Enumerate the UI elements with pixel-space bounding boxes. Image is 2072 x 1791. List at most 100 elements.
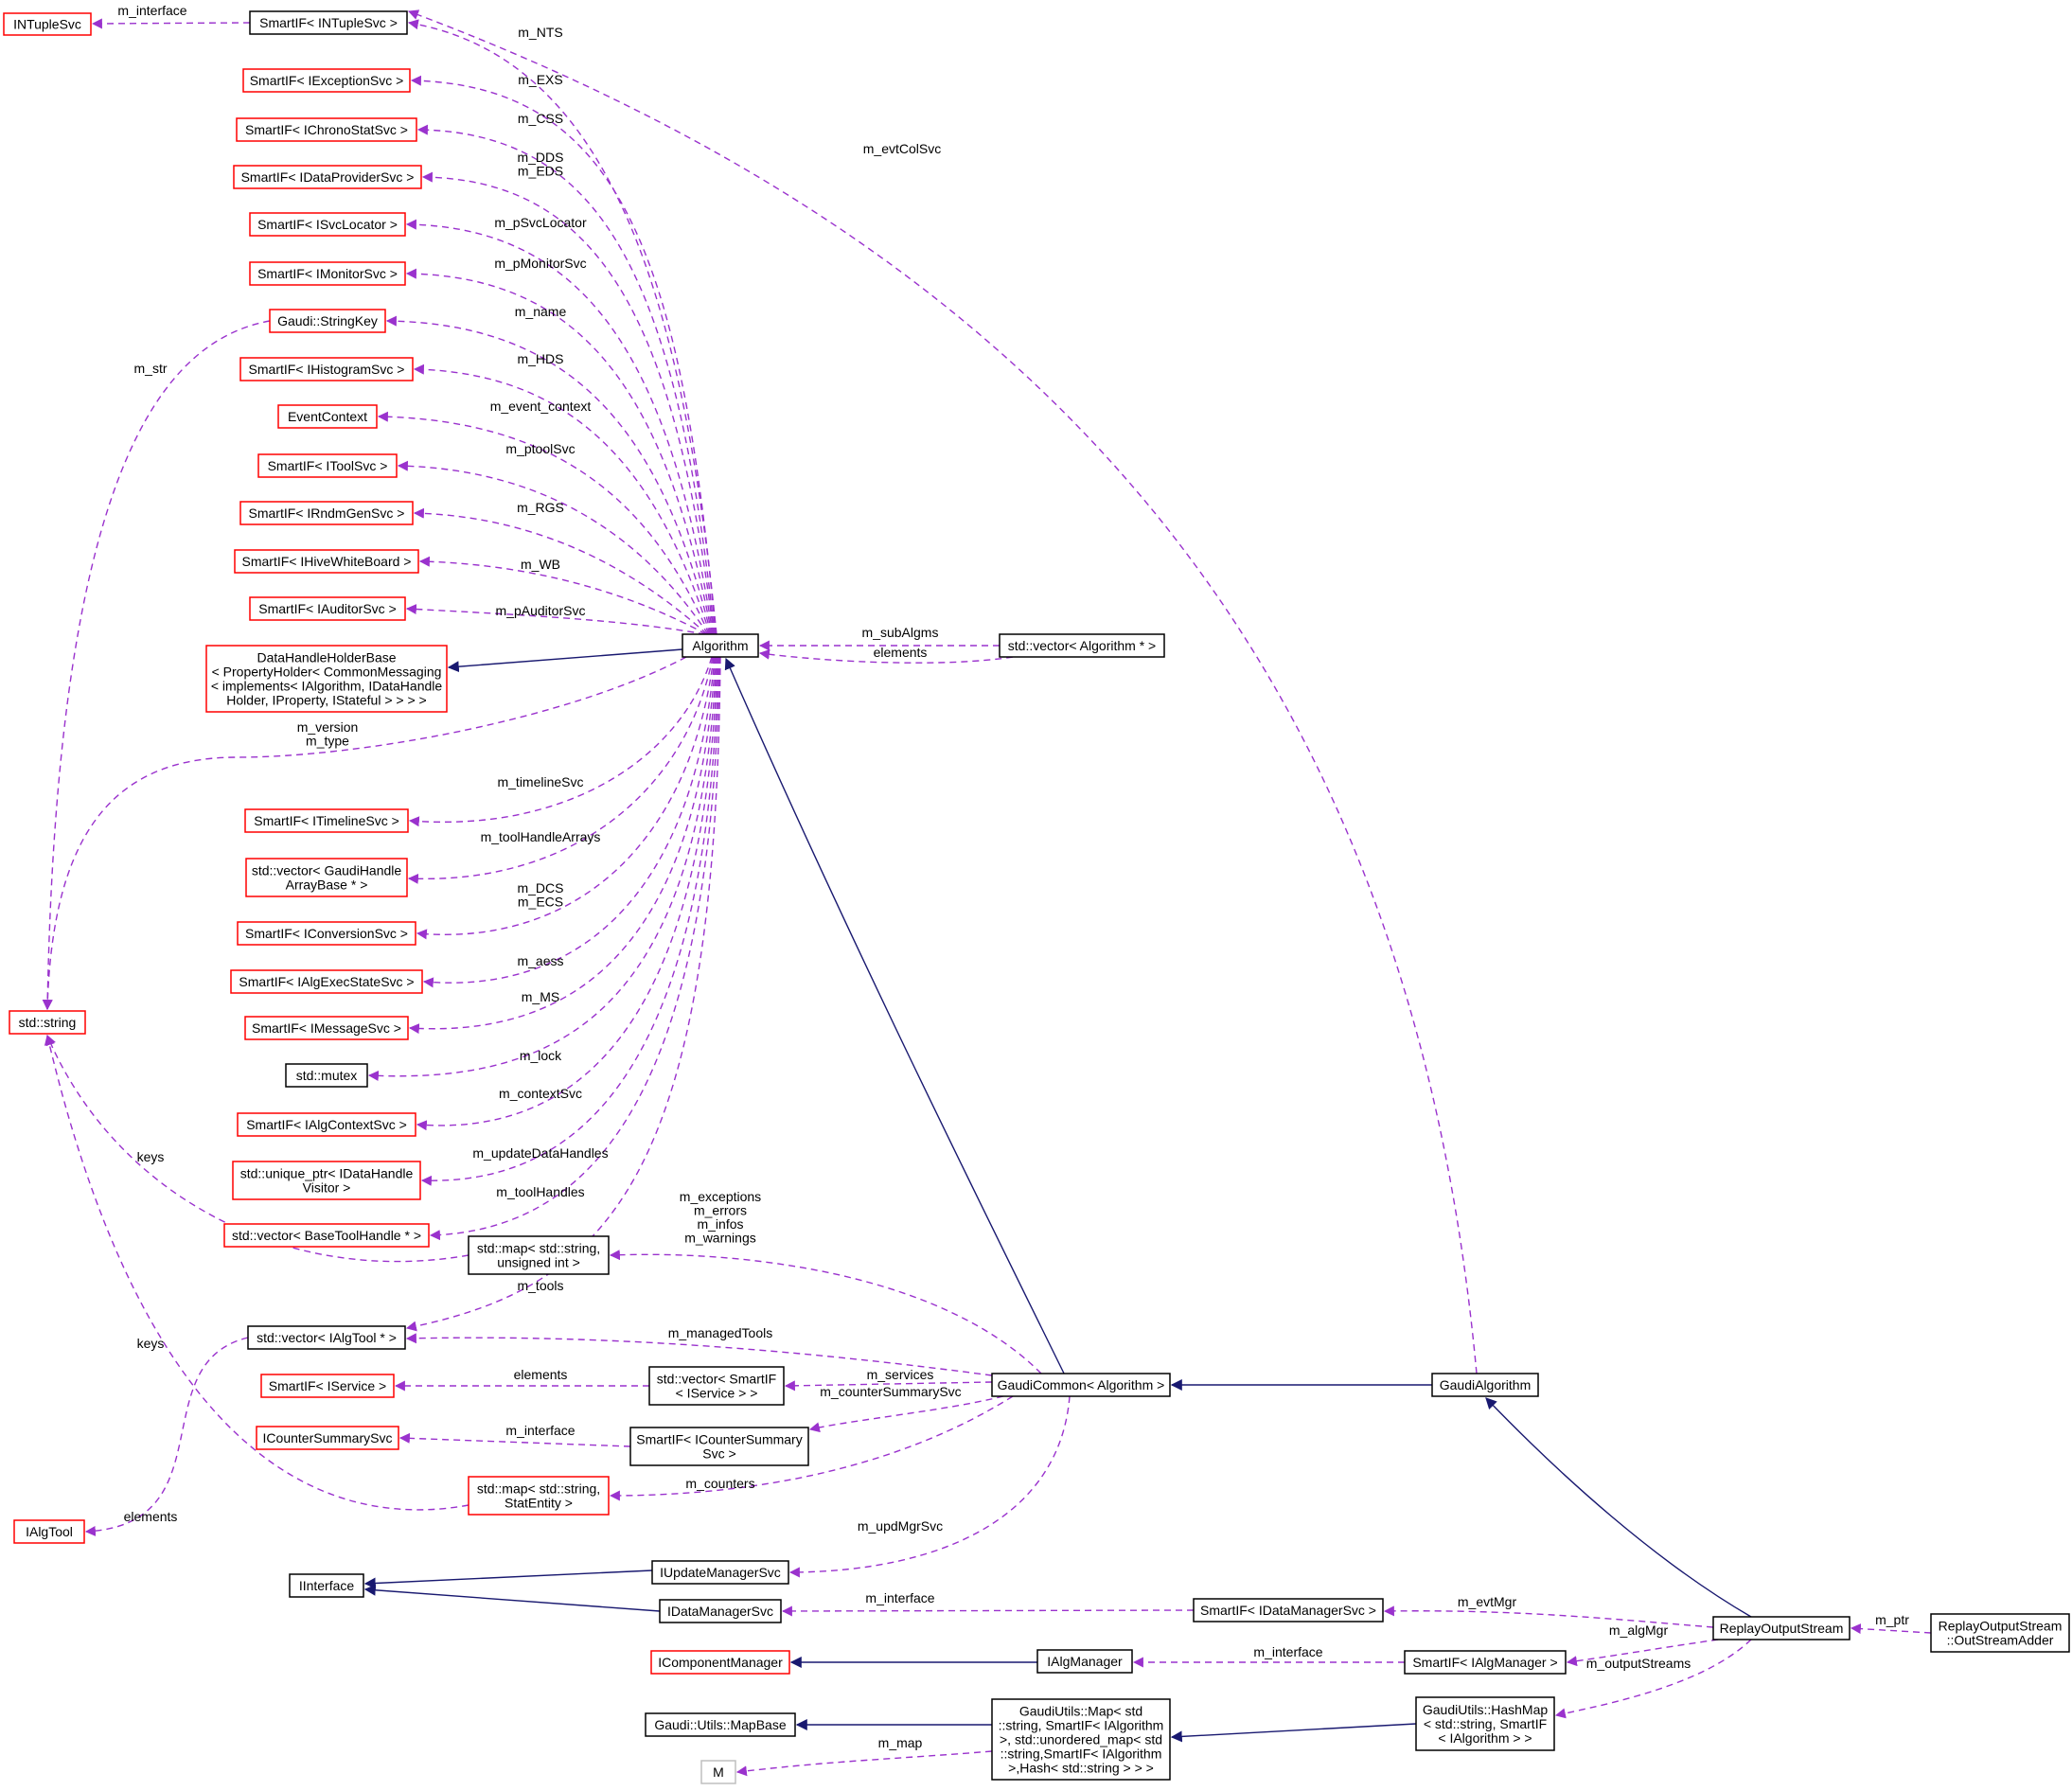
node-label: GaudiCommon< Algorithm > [998, 1377, 1165, 1392]
node-label: SmartIF< IAuditorSvc > [258, 601, 397, 616]
usage-edge [609, 1395, 1014, 1501]
usage-edge [377, 411, 710, 635]
node-smartif-itoolsvc[interactable]: SmartIF< IToolSvc > [257, 453, 398, 478]
node-label: std::vector< IAlgTool * > [257, 1330, 397, 1345]
node-label: SmartIF< IDataProviderSvc > [241, 169, 415, 185]
node-smartif-intuplesvc[interactable]: SmartIF< INTupleSvc > [249, 10, 408, 35]
node-outstreamadder[interactable]: ReplayOutputStream::OutStreamAdder [1930, 1613, 2070, 1653]
edge-label-m-subalgms: m_subAlgms [862, 625, 939, 640]
edge-label-m-evtmgr: m_evtMgr [1458, 1594, 1517, 1609]
node-box [1036, 1649, 1133, 1674]
node-vector-ialgtool[interactable]: std::vector< IAlgTool * > [247, 1325, 406, 1350]
node-smartif-ialgmanager[interactable]: SmartIF< IAlgManager > [1404, 1650, 1567, 1675]
edge-label-m-aess: m_aess [517, 953, 563, 968]
node-label: std::vector< Algorithm * > [1008, 638, 1156, 653]
node-std-string[interactable]: std::string [9, 1010, 86, 1035]
node-gaudialgorithm[interactable]: GaudiAlgorithm [1431, 1373, 1539, 1397]
node-box [233, 165, 422, 189]
node-label: ReplayOutputStream [1720, 1621, 1844, 1636]
node-iinterface[interactable]: IInterface [289, 1573, 364, 1598]
node-box [256, 1426, 399, 1450]
usage-edge [407, 656, 714, 884]
node-icomponentmanager[interactable]: IComponentManager [650, 1650, 790, 1675]
node-smartif-imessagesvc[interactable]: SmartIF< IMessageSvc > [244, 1016, 409, 1040]
usage-edge [1850, 1623, 1932, 1635]
edge-label-m-wb: m_WB [521, 557, 560, 572]
edge-label-m-toolhandles: m_toolHandles [496, 1184, 584, 1199]
node-idatamanagersvc[interactable]: IDataManagerSvc [659, 1599, 782, 1623]
usage-edge [413, 507, 708, 635]
node-box [234, 549, 419, 574]
edge-label-m-interface-datamgr: m_interface [865, 1590, 934, 1605]
node-eventcontext[interactable]: EventContext [277, 404, 378, 429]
usage-edge [405, 656, 721, 1332]
node-icountersummarysvc[interactable]: ICounterSummarySvc [256, 1426, 399, 1450]
node-smartif-irndmgensvc[interactable]: SmartIF< IRndmGenSvc > [239, 501, 414, 525]
node-gaudi-stringkey[interactable]: Gaudi::StringKey [269, 309, 386, 333]
node-smartif-ihivewhiteboard[interactable]: SmartIF< IHiveWhiteBoard > [234, 549, 419, 574]
node-smartif-iexceptionsvc[interactable]: SmartIF< IExceptionSvc > [242, 68, 411, 93]
usage-edge [429, 656, 720, 1241]
node-label: SmartIF< IAlgContextSvc > [246, 1117, 407, 1132]
node-ialgmanager[interactable]: IAlgManager [1036, 1649, 1133, 1674]
edge-label-keys-map: keys [137, 1149, 165, 1164]
node-vector-basetoolhandle[interactable]: std::vector< BaseToolHandle * > [223, 1223, 430, 1248]
usage-edge [407, 19, 717, 635]
node-smartif-ialgexecstatesvc[interactable]: SmartIF< IAlgExecStateSvc > [230, 969, 423, 994]
node-label: EventContext [288, 409, 367, 424]
node-std-mutex[interactable]: std::mutex [285, 1063, 368, 1088]
node-label: SmartIF< ISvcLocator > [257, 217, 398, 232]
usage-edge [788, 1395, 1071, 1578]
node-gaudiutils-map[interactable]: GaudiUtils::Map< std::string, SmartIF< I… [991, 1698, 1171, 1781]
edge-label-m-exs: m_EXS [518, 72, 562, 87]
node-smartif-ihistogramsvc[interactable]: SmartIF< IHistogramSvc > [239, 357, 414, 381]
node-datahandleholderbase[interactable]: DataHandleHolderBase< PropertyHolder< Co… [205, 645, 448, 713]
edge-label-keys-statentity: keys [137, 1336, 165, 1351]
node-smartif-iauditorsvc[interactable]: SmartIF< IAuditorSvc > [249, 596, 406, 621]
node-smartif-ialgcontextsvc[interactable]: SmartIF< IAlgContextSvc > [237, 1112, 416, 1137]
node-box [245, 858, 408, 897]
inheritance-edge [1485, 1397, 1752, 1618]
node-smartif-idatamanagersvc[interactable]: SmartIF< IDataManagerSvc > [1193, 1598, 1384, 1623]
node-iupdatemanagersvc[interactable]: IUpdateManagerSvc [651, 1560, 789, 1585]
node-vector-smartif-iservice[interactable]: std::vector< SmartIF< IService > > [648, 1366, 785, 1406]
node-smartif-idataprovidersvc[interactable]: SmartIF< IDataProviderSvc > [233, 165, 422, 189]
node-label: GaudiUtils::HashMap< std::string, SmartI… [1423, 1702, 1548, 1746]
node-replayoutputstream[interactable]: ReplayOutputStream [1712, 1616, 1851, 1640]
node-map-string-uint[interactable]: std::map< std::string,unsigned int > [468, 1235, 610, 1275]
node-box [650, 1650, 790, 1675]
node-gaudiutils-hashmap[interactable]: GaudiUtils::HashMap< std::string, SmartI… [1415, 1696, 1555, 1751]
node-box [242, 68, 411, 93]
node-gaudicommon-algorithm[interactable]: GaudiCommon< Algorithm > [991, 1373, 1171, 1397]
node-label: IAlgManager [1047, 1654, 1123, 1669]
usage-edge [407, 9, 1478, 1374]
node-ialgtool[interactable]: IAlgTool [13, 1519, 85, 1544]
node-smartif-iservice[interactable]: SmartIF< IService > [260, 1374, 395, 1398]
node-smartif-itimelinesvc[interactable]: SmartIF< ITimelineSvc > [244, 808, 409, 833]
node-label: std::map< std::string,StatEntity > [477, 1481, 600, 1511]
node-m-node[interactable]: M [700, 1760, 736, 1784]
node-map-string-statentity[interactable]: std::map< std::string,StatEntity > [468, 1476, 610, 1516]
node-box [249, 212, 406, 237]
node-box [257, 453, 398, 478]
node-gaudi-utils-mapbase[interactable]: Gaudi::Utils::MapBase [645, 1712, 796, 1737]
node-vector-algorithm[interactable]: std::vector< Algorithm * > [999, 633, 1165, 658]
node-smartif-imonitorsvc[interactable]: SmartIF< IMonitorSvc > [249, 261, 406, 286]
node-box [1712, 1616, 1851, 1640]
edge-label-m-name: m_name [515, 304, 567, 319]
edge-label-m-countersummarysvc: m_counterSummarySvc [820, 1384, 961, 1399]
node-smartif-iconversionsvc[interactable]: SmartIF< IConversionSvc > [237, 921, 416, 946]
usage-edge [735, 1750, 993, 1777]
node-smartif-ichronostatsvc[interactable]: SmartIF< IChronoStatSvc > [236, 117, 417, 142]
edge-label-m-interface-counter: m_interface [505, 1423, 575, 1438]
node-algorithm[interactable]: Algorithm [682, 633, 759, 658]
usage-edge [784, 1380, 993, 1392]
node-smartif-isvclocator[interactable]: SmartIF< ISvcLocator > [249, 212, 406, 237]
node-intuplesvc[interactable]: INTupleSvc [3, 12, 92, 36]
